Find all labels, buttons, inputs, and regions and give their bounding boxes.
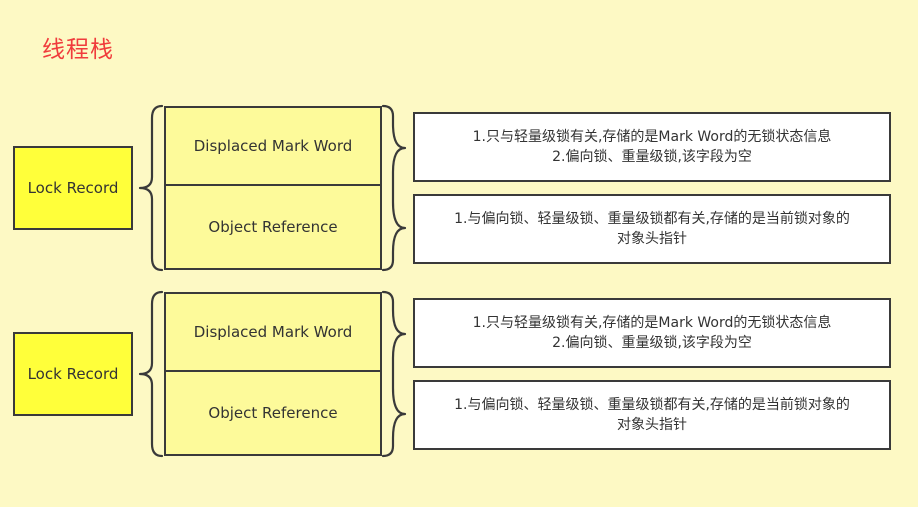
- displaced-mark-word-box: Displaced Mark Word: [164, 292, 382, 372]
- desc-line: 2.偏向锁、重量级锁,该字段为空: [552, 149, 752, 165]
- left-brace-group-2: [138, 290, 164, 458]
- desc-line: 对象头指针: [617, 231, 687, 247]
- middle-brace-group-2: [381, 290, 407, 458]
- object-reference-box: Object Reference: [164, 186, 382, 270]
- desc-line: 1.与偏向锁、轻量级锁、重量级锁都有关,存储的是当前锁对象的: [454, 211, 850, 227]
- desc-line: 1.与偏向锁、轻量级锁、重量级锁都有关,存储的是当前锁对象的: [454, 397, 850, 413]
- displaced-mark-word-box: Displaced Mark Word: [164, 106, 382, 186]
- desc-line: 对象头指针: [617, 417, 687, 433]
- desc-line: 2.偏向锁、重量级锁,该字段为空: [552, 335, 752, 351]
- object-reference-description: 1.与偏向锁、轻量级锁、重量级锁都有关,存储的是当前锁对象的 对象头指针: [413, 380, 891, 450]
- object-reference-description: 1.与偏向锁、轻量级锁、重量级锁都有关,存储的是当前锁对象的 对象头指针: [413, 194, 891, 264]
- mark-word-description: 1.只与轻量级锁有关,存储的是Mark Word的无锁状态信息 2.偏向锁、重量…: [413, 298, 891, 368]
- desc-line: 1.只与轻量级锁有关,存储的是Mark Word的无锁状态信息: [472, 315, 832, 331]
- page-title: 线程栈: [42, 37, 114, 63]
- object-reference-box: Object Reference: [164, 372, 382, 456]
- lock-record-box: Lock Record: [13, 146, 133, 230]
- left-brace-group-1: [138, 104, 164, 272]
- desc-line: 1.只与轻量级锁有关,存储的是Mark Word的无锁状态信息: [472, 129, 832, 145]
- lock-record-box: Lock Record: [13, 332, 133, 416]
- mark-word-description: 1.只与轻量级锁有关,存储的是Mark Word的无锁状态信息 2.偏向锁、重量…: [413, 112, 891, 182]
- middle-brace-group-1: [381, 104, 407, 272]
